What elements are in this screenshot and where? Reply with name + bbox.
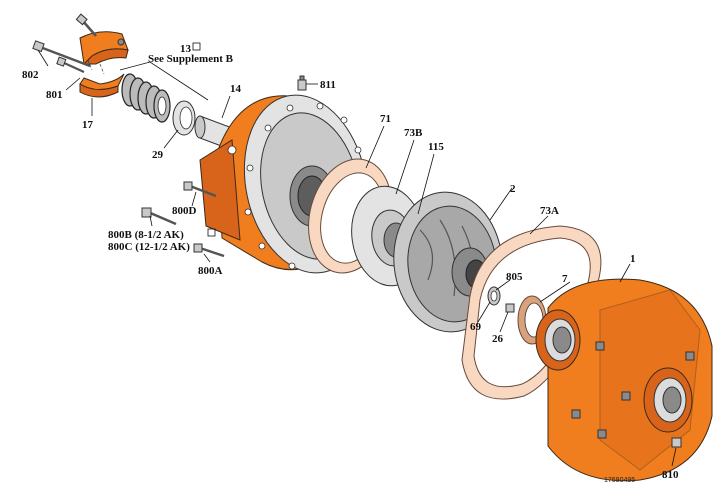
nut-26 — [505, 303, 515, 313]
label-801: 801 — [46, 89, 63, 101]
label-2: 2 — [510, 183, 516, 195]
bolt-800a — [193, 243, 225, 258]
label-800b: 800B (8-1/2 AK) — [108, 229, 184, 241]
label-800a: 800A — [198, 265, 223, 277]
label-73b: 73B — [404, 127, 423, 139]
label-71: 71 — [380, 113, 391, 125]
label-1: 1 — [630, 253, 636, 265]
label-69: 69 — [470, 321, 482, 333]
label-115: 115 — [428, 141, 444, 153]
label-17: 17 — [82, 119, 94, 131]
drawing-id: 17690495 — [604, 477, 635, 484]
clamp-screw-801 — [56, 13, 97, 74]
label-26: 26 — [492, 333, 504, 345]
pump-casing-1 — [535, 278, 713, 482]
note-supplement: See Supplement B — [148, 53, 234, 65]
label-800d: 800D — [172, 205, 197, 217]
label-802: 802 — [22, 69, 39, 81]
label-29: 29 — [152, 149, 164, 161]
label-14: 14 — [230, 83, 242, 95]
leader-lines — [37, 49, 677, 467]
note-number-13: 13 — [180, 43, 192, 55]
plug-811 — [297, 75, 307, 91]
note-box-800b — [207, 228, 216, 237]
label-7: 7 — [562, 273, 568, 285]
packing-rings-13 — [121, 73, 171, 123]
label-800c: 800C (12-1/2 AK) — [108, 241, 190, 253]
bolt-800b — [141, 207, 177, 226]
bolt-800d — [183, 181, 217, 198]
seal-805 — [487, 286, 501, 306]
label-805: 805 — [506, 271, 523, 283]
clamp-screw-802 — [32, 40, 91, 68]
lantern-ring-29 — [172, 100, 196, 136]
label-811: 811 — [320, 79, 336, 91]
clamp-lower-part-17 — [79, 73, 125, 98]
clamp-upper-part — [79, 31, 129, 66]
drain-plug-810 — [671, 437, 682, 448]
note-box-13 — [192, 42, 201, 51]
label-73a: 73A — [540, 205, 559, 217]
label-810: 810 — [662, 469, 679, 481]
